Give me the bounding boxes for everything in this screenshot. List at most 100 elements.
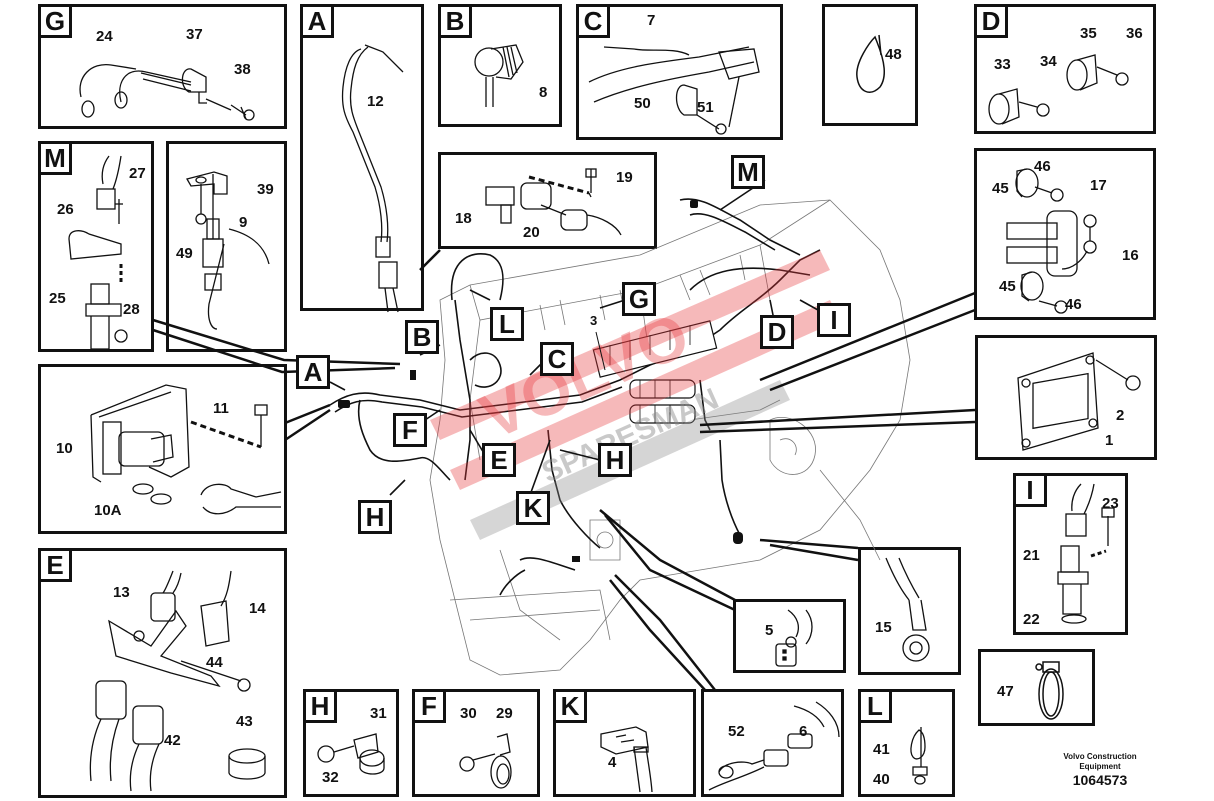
panel-connector-15: 15 <box>858 547 961 675</box>
p-clamp-icon <box>988 54 1129 125</box>
panel-tag-m: M <box>38 141 72 175</box>
part-35: 35 <box>1080 25 1097 42</box>
part-1: 1 <box>1105 432 1114 449</box>
panel-l: L 41 40 <box>858 689 955 797</box>
pressure-sensor-icon <box>474 44 524 107</box>
exhaust-temp-sensor-icon <box>341 44 404 313</box>
part-30: 30 <box>460 705 477 722</box>
part-19: 19 <box>616 169 633 186</box>
callout-g[interactable]: G <box>622 282 656 316</box>
panel-tag-d: D <box>974 4 1008 38</box>
panel-i: I 23 21 22 <box>1013 473 1128 635</box>
panel-tag-h: H <box>303 689 337 723</box>
part-51: 51 <box>697 99 714 116</box>
callout-m[interactable]: M <box>731 155 765 189</box>
part-33: 33 <box>994 56 1011 73</box>
part-12: 12 <box>367 93 384 110</box>
speed-sensor-icon <box>68 155 128 350</box>
part-47: 47 <box>997 683 1014 700</box>
callout-k[interactable]: K <box>516 491 550 525</box>
part-13: 13 <box>113 584 130 601</box>
part-42: 42 <box>164 732 181 749</box>
part-40: 40 <box>873 771 890 788</box>
sensor-bracket-icon <box>90 384 282 515</box>
part-10a: 10A <box>94 502 122 519</box>
panel-c: C 7 50 51 <box>576 4 783 140</box>
part-21: 21 <box>1023 547 1040 564</box>
part-8: 8 <box>539 84 548 101</box>
ground-cable-icon <box>79 64 255 121</box>
part-45-top: 45 <box>992 180 1009 197</box>
panel-f: F 30 29 <box>412 689 540 797</box>
part-17: 17 <box>1090 177 1107 194</box>
panel-connector-52: 52 6 <box>701 689 844 797</box>
part-10: 10 <box>56 440 73 457</box>
connector-icon <box>775 609 813 667</box>
part-16: 16 <box>1122 247 1139 264</box>
panel-tag-b: B <box>438 4 472 38</box>
callout-l[interactable]: L <box>490 307 524 341</box>
part-46-bottom: 46 <box>1065 296 1082 313</box>
callout-b[interactable]: B <box>405 320 439 354</box>
part-11: 11 <box>213 400 229 417</box>
callout-i[interactable]: I <box>817 303 851 337</box>
part-20: 20 <box>523 224 540 241</box>
panel-tag-a: A <box>300 4 334 38</box>
part-38: 38 <box>234 61 251 78</box>
panel-map-sensor: 19 18 20 <box>438 152 657 249</box>
panel-cable-tie-48: 48 <box>822 4 918 126</box>
panel-tag-k: K <box>553 689 587 723</box>
part-44: 44 <box>206 654 223 671</box>
callout-c[interactable]: C <box>540 342 574 376</box>
part-36: 36 <box>1126 25 1143 42</box>
part-18: 18 <box>455 210 472 227</box>
callout-d[interactable]: D <box>760 315 794 349</box>
ecu-icon <box>1017 352 1141 451</box>
connector-bank <box>592 320 718 424</box>
part-27: 27 <box>129 165 146 182</box>
part-34: 34 <box>1040 53 1057 70</box>
map-sensor-icon <box>485 168 622 236</box>
footer-block: Volvo Construction Equipment 1064573 <box>1040 752 1160 788</box>
harness-clamp-icon <box>588 46 760 135</box>
round-connector-icon <box>885 557 930 662</box>
callout-h-right[interactable]: H <box>598 443 632 477</box>
part-41: 41 <box>873 741 890 758</box>
callout-e[interactable]: E <box>482 443 516 477</box>
dual-clamp-icon <box>1006 168 1097 314</box>
panel-clamp-45: 46 45 17 16 45 46 <box>974 148 1156 320</box>
panel-sensor-9: 39 9 49 <box>166 141 287 352</box>
panel-tag-g: G <box>38 4 72 38</box>
hose-clamp-icon <box>1035 661 1064 720</box>
callout-h-left[interactable]: H <box>358 500 392 534</box>
p-clamp-small-icon <box>459 733 512 789</box>
part-39: 39 <box>257 181 274 198</box>
callout-a[interactable]: A <box>296 355 330 389</box>
part-45-bottom: 45 <box>999 278 1016 295</box>
temp-sensor-icon <box>186 171 270 330</box>
part-24: 24 <box>96 28 113 45</box>
panel-tag-e: E <box>38 548 72 582</box>
part-48: 48 <box>885 46 902 63</box>
part-14: 14 <box>249 600 266 617</box>
panel-tag-l: L <box>858 689 892 723</box>
panel-h: H 31 32 <box>303 689 399 797</box>
part-22: 22 <box>1023 611 1040 628</box>
panel-g: G 24 37 38 <box>38 4 287 129</box>
panel-ecu: 2 1 <box>975 335 1157 460</box>
cable-tie-icon <box>856 34 885 93</box>
part-28: 28 <box>123 301 140 318</box>
part-7: 7 <box>647 12 656 29</box>
cushioned-clamp-icon <box>317 733 385 775</box>
panel-e: E 13 14 44 42 43 <box>38 548 287 798</box>
panel-a: A 12 <box>300 4 424 313</box>
panel-d: D 33 34 35 36 <box>974 4 1156 134</box>
part-46-top: 46 <box>1034 158 1051 175</box>
tie-mount-icon <box>910 727 928 785</box>
part-2: 2 <box>1116 407 1125 424</box>
part-6: 6 <box>799 723 808 740</box>
footer-brand-line2: Equipment <box>1079 762 1121 771</box>
callout-f[interactable]: F <box>393 413 427 447</box>
part-26: 26 <box>57 201 74 218</box>
